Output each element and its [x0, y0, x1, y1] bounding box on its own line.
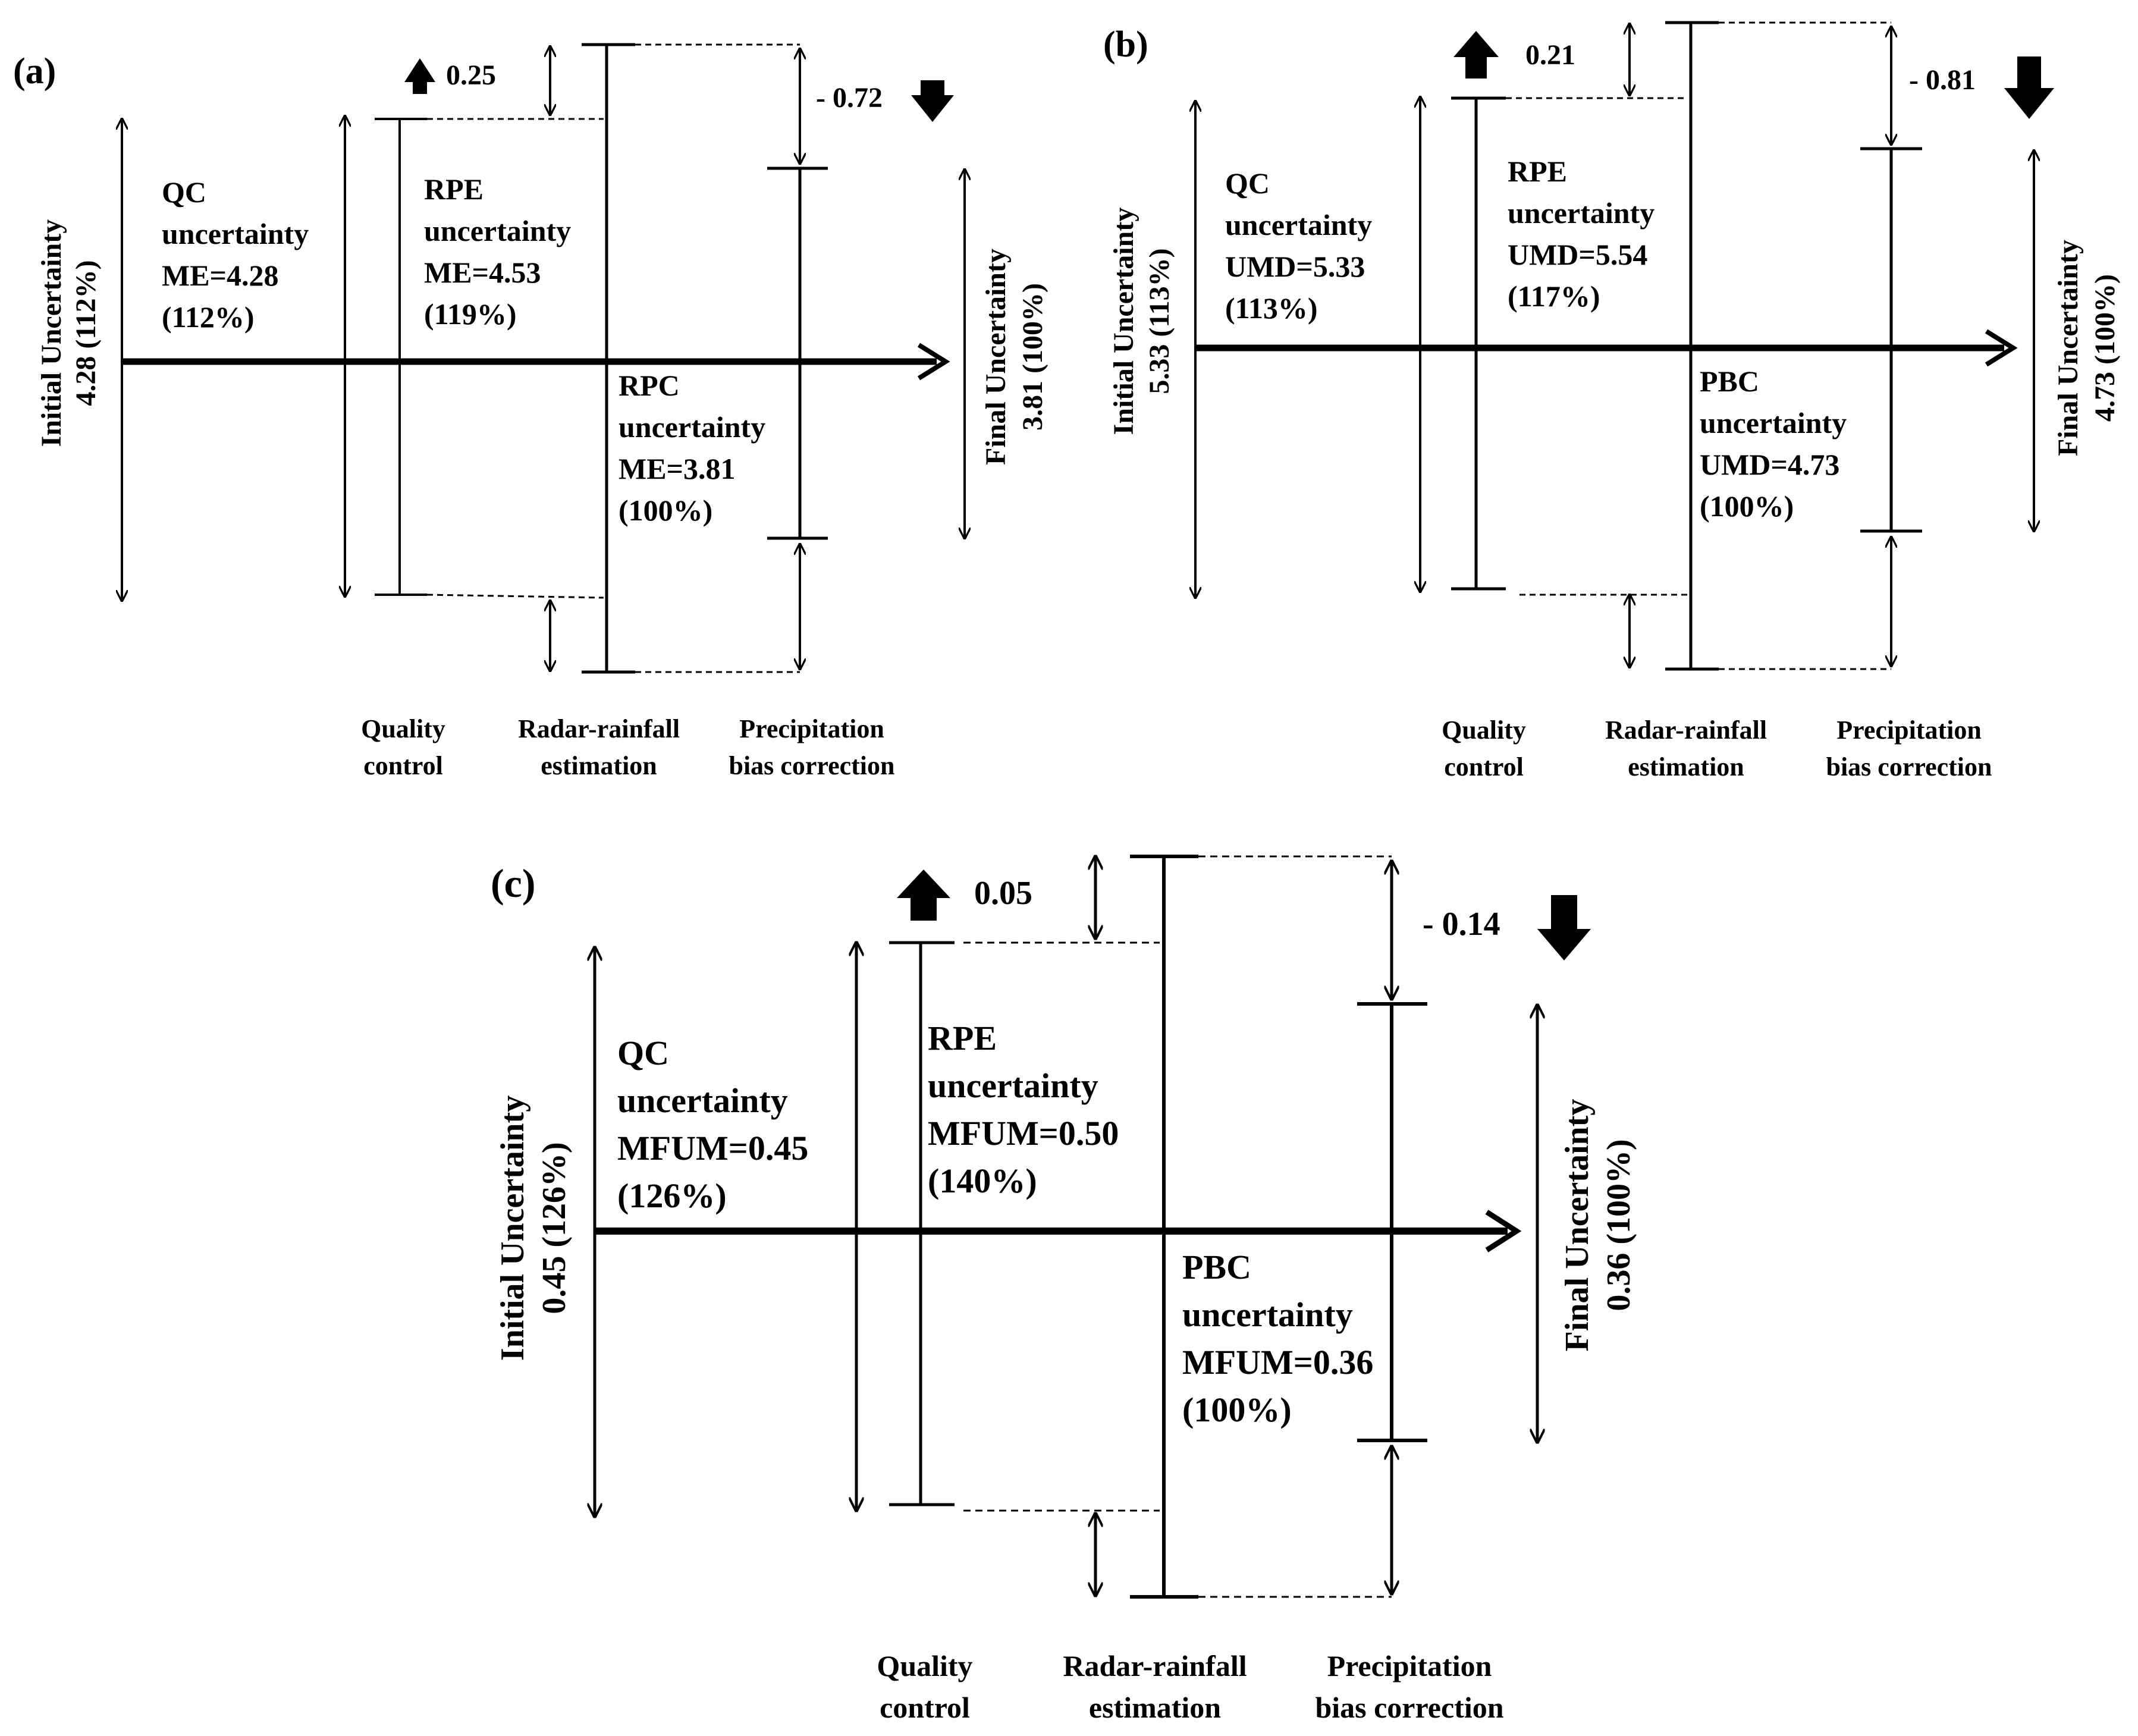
panel-c-initial-line1: Initial Uncertainty	[494, 1095, 531, 1361]
panel-b-third-l2: uncertainty	[1700, 406, 1847, 440]
panel-a-stage-qc-1: Quality	[361, 714, 445, 743]
panel-b-stage-rr-2: estimation	[1628, 752, 1744, 781]
panel-b-initial-line1: Initial Uncertainty	[1108, 208, 1139, 435]
panel-a-qc-l1: QC	[162, 175, 206, 209]
panel-c-decrement: - 0.14	[1423, 906, 1500, 943]
panel-c-stage-qc-2: control	[880, 1691, 970, 1724]
panel-b-stage-pb-1: Precipitation	[1836, 715, 1982, 745]
panel-c-third-l4: (100%)	[1182, 1390, 1292, 1429]
panel-b-third-l3: UMD=4.73	[1700, 448, 1839, 481]
panel-b-final-line1: Final Uncertainty	[2052, 240, 2084, 456]
panel-b-stage-pb-2: bias correction	[1826, 752, 1992, 781]
panel-b-rpe-l4: (117%)	[1508, 280, 1600, 313]
panel-a-stage-qc-2: control	[363, 751, 443, 780]
panel-c-up-arrow-icon	[897, 869, 950, 921]
panel-b-third-l1: PBC	[1700, 365, 1759, 398]
panel-b-up-arrow-icon	[1453, 31, 1499, 79]
panel-b-decrement: - 0.81	[1909, 64, 1976, 96]
panel-a-final-line1: Final Uncertainty	[980, 249, 1012, 465]
panel-a-stage-rr-1: Radar-rainfall	[518, 714, 680, 743]
panel-a-axis-arrowhead	[917, 343, 950, 381]
panel-a-tag: (a)	[13, 51, 56, 92]
panel-c-final-line1: Final Uncertainty	[1559, 1099, 1596, 1352]
panel-c-stage-qc-1: Quality	[877, 1649, 972, 1682]
panel-b-initial-line2: 5.33 (113%)	[1144, 248, 1175, 394]
panel-b-qc-l1: QC	[1225, 167, 1270, 200]
panel-c-stage-rr-1: Radar-rainfall	[1063, 1649, 1247, 1682]
panel-a-rpe-l1: RPE	[424, 172, 484, 206]
panel-a-rpe-l4: (119%)	[424, 297, 517, 331]
panel-c-stage-rr-2: estimation	[1089, 1691, 1221, 1724]
panel-c-down-arrow-icon	[1537, 895, 1591, 960]
panel-a-initial-line2: 4.28 (112%)	[70, 260, 102, 406]
panel-b-down-arrow-icon	[2004, 56, 2054, 119]
panel-a: (a) Initial Uncertainty 4.28 (112%) QC u…	[13, 43, 1048, 780]
panel-a-rpe-l2: uncertainty	[424, 214, 571, 247]
panel-b-qc-l2: uncertainty	[1225, 208, 1372, 241]
panel-a-stage-pb-2: bias correction	[729, 751, 894, 780]
panel-b-axis-arrowhead	[1985, 329, 2018, 367]
panel-b-tag: (b)	[1103, 24, 1148, 65]
panel-a-decrement: - 0.72	[816, 82, 883, 114]
panel-b-increment: 0.21	[1525, 39, 1575, 71]
panel-b-rpe-l3: UMD=5.54	[1508, 238, 1647, 271]
panel-c-initial-line2: 0.45 (126%)	[536, 1142, 573, 1314]
panel-c-rpe-l4: (140%)	[928, 1161, 1037, 1200]
panel-c-stage-pb-2: bias correction	[1315, 1691, 1503, 1724]
panel-b-qc-l4: (113%)	[1225, 291, 1318, 325]
panel-b-final-line2: 4.73 (100%)	[2089, 274, 2121, 422]
panel-b-third-l4: (100%)	[1700, 489, 1794, 523]
panel-c: (c) Initial Uncertainty 0.45 (126%) QC u…	[491, 855, 1637, 1724]
panel-c-third-l3: MFUM=0.36	[1182, 1343, 1373, 1382]
panel-a-third-l4: (100%)	[619, 494, 712, 527]
panel-a-stage-pb-1: Precipitation	[739, 714, 884, 743]
panel-c-third-l1: PBC	[1182, 1248, 1251, 1286]
panel-a-third-l2: uncertainty	[619, 410, 765, 444]
panel-a-dash-2	[426, 594, 604, 599]
panel-c-qc-l1: QC	[617, 1034, 669, 1072]
panel-a-rpe-l3: ME=4.53	[424, 256, 541, 289]
panel-a-increment: 0.25	[446, 59, 496, 91]
panel-b-rpe-l1: RPE	[1508, 155, 1567, 188]
panel-c-increment: 0.05	[974, 875, 1032, 912]
panel-c-rpe-l3: MFUM=0.50	[928, 1114, 1119, 1153]
panel-a-stage-rr-2: estimation	[541, 751, 657, 780]
panel-c-axis-arrowhead	[1485, 1210, 1522, 1252]
panel-c-tag: (c)	[491, 861, 535, 906]
panel-a-final-line2: 3.81 (100%)	[1017, 283, 1048, 431]
panel-c-qc-l4: (126%)	[617, 1176, 727, 1215]
panel-b-stage-qc-2: control	[1444, 752, 1524, 781]
panel-a-down-arrow-icon	[911, 80, 954, 122]
panel-c-final-line2: 0.36 (100%)	[1600, 1139, 1637, 1311]
panel-b-stage-qc-1: Quality	[1442, 715, 1526, 745]
panel-c-stage-pb-1: Precipitation	[1327, 1649, 1492, 1682]
panel-a-qc-l4: (112%)	[162, 300, 255, 334]
panel-a-up-arrow-icon	[404, 58, 435, 94]
panel-b-stage-rr-1: Radar-rainfall	[1605, 715, 1767, 745]
panel-a-initial-line1: Initial Uncertainty	[36, 219, 67, 447]
panel-a-third-l1: RPC	[619, 369, 680, 402]
panel-b-rpe-l2: uncertainty	[1508, 196, 1654, 230]
panel-a-qc-l2: uncertainty	[162, 217, 309, 250]
panel-b-qc-l3: UMD=5.33	[1225, 250, 1365, 283]
panel-c-rpe-l2: uncertainty	[928, 1066, 1098, 1105]
panel-c-third-l2: uncertainty	[1182, 1295, 1353, 1334]
panel-a-qc-l3: ME=4.28	[162, 259, 279, 292]
panel-c-qc-l2: uncertainty	[617, 1081, 788, 1120]
panel-c-rpe-l1: RPE	[928, 1019, 997, 1057]
panel-b: (b) Initial Uncertainty 5.33 (113%) QC u…	[1103, 21, 2121, 781]
panel-c-qc-l3: MFUM=0.45	[617, 1129, 808, 1167]
panel-a-third-l3: ME=3.81	[619, 452, 736, 485]
